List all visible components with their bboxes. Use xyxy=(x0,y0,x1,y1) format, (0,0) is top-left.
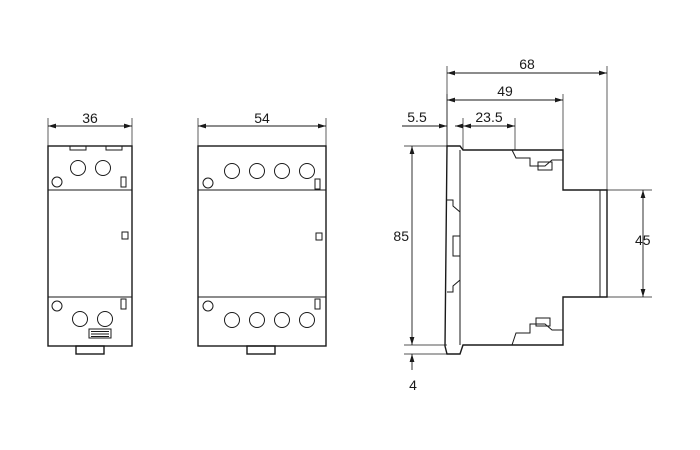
terminal-screw xyxy=(299,312,315,328)
housing-outline xyxy=(47,145,133,347)
dim-label-85: 85 xyxy=(393,228,409,244)
side-view xyxy=(444,145,608,355)
indicator-slot xyxy=(314,178,321,190)
top-terminal-step xyxy=(511,149,563,167)
dimension-height: 85 xyxy=(393,145,447,355)
terminal-screw xyxy=(249,312,265,328)
dim-label-5-5: 5.5 xyxy=(407,109,427,125)
top-terminal-block xyxy=(537,161,553,171)
terminal-screw xyxy=(299,163,315,179)
terminal-screw xyxy=(95,160,111,176)
terminal-screw xyxy=(224,312,240,328)
label-plate xyxy=(88,328,112,339)
coil-terminal xyxy=(202,177,214,189)
indicator-slot xyxy=(120,176,127,188)
bottom-terminal-step xyxy=(511,323,563,346)
side-marker xyxy=(315,232,323,241)
dim-label-width-2pole: 36 xyxy=(82,110,98,126)
dim-label-width-4pole: 54 xyxy=(254,110,270,126)
coil-terminal xyxy=(51,176,63,188)
terminal-screw xyxy=(224,163,240,179)
din-clip xyxy=(246,345,276,355)
side-marker xyxy=(121,231,129,240)
dimension-depth-total: 68 xyxy=(446,56,608,190)
top-notch xyxy=(69,145,87,151)
din-clip xyxy=(75,345,105,355)
side-profile-outline xyxy=(444,145,608,355)
coil-terminal xyxy=(51,300,63,312)
front-view-2-pole: 36 xyxy=(47,110,133,355)
indicator-slot xyxy=(120,298,127,310)
dim-label-23-5: 23.5 xyxy=(475,109,502,125)
terminal-screw xyxy=(274,312,290,328)
dim-label-4: 4 xyxy=(409,377,417,393)
indicator-slot xyxy=(314,298,321,310)
dim-label-45: 45 xyxy=(635,232,651,248)
dimension-depth-front: 49 xyxy=(446,83,564,150)
bottom-terminal-block xyxy=(535,317,551,327)
top-notch xyxy=(105,145,123,151)
terminal-screw xyxy=(274,163,290,179)
terminal-screw xyxy=(249,163,265,179)
dimension-front-height: 45 xyxy=(607,189,652,298)
dim-label-49: 49 xyxy=(497,83,513,99)
dimension-rail: 5.5 23.5 xyxy=(402,109,516,150)
terminal-screw xyxy=(70,160,86,176)
front-view-4-pole: 54 xyxy=(197,110,327,355)
dimension-clip: 4 xyxy=(409,354,417,393)
dim-label-68: 68 xyxy=(519,56,535,72)
terminal-screw xyxy=(72,311,88,327)
terminal-screw xyxy=(97,311,113,327)
coil-terminal xyxy=(202,300,214,312)
din-rail-groove xyxy=(447,199,461,293)
